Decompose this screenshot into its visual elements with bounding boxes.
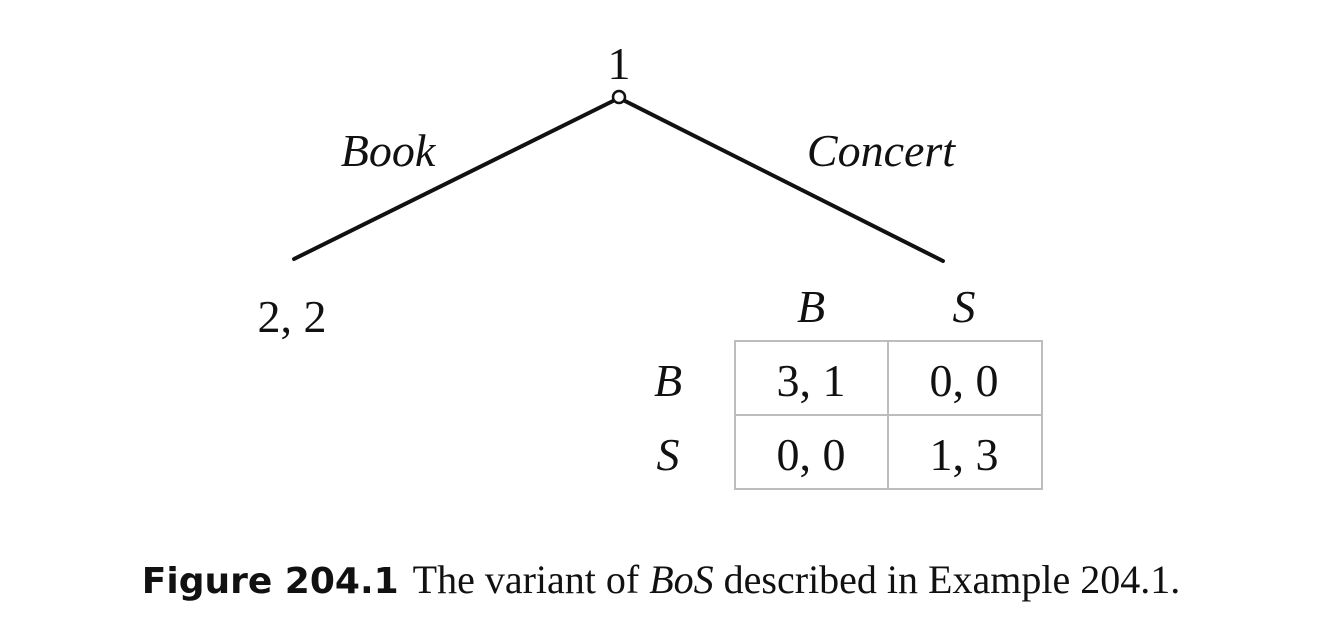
cell-s-b: 0, 0 (777, 429, 846, 480)
cell-b-s: 0, 0 (930, 355, 999, 406)
cell-s-s: 1, 3 (930, 429, 999, 480)
root-node (611, 89, 627, 105)
column-label-s: S (953, 281, 976, 332)
cell-b-b: 3, 1 (777, 355, 846, 406)
subgame-matrix: B S B S 3, 1 0, 0 0, 0 1, 3 (654, 281, 1043, 490)
caption-text-emphasis: BoS (649, 557, 714, 602)
action-label-concert: Concert (807, 125, 956, 176)
action-label-book: Book (341, 125, 437, 176)
column-label-b: B (797, 281, 825, 332)
branch-concert (619, 97, 945, 263)
figure-caption: Figure 204.1 The variant of BoS described… (0, 556, 1322, 603)
book-payoff: 2, 2 (258, 291, 327, 342)
caption-text-after: described in Example 204.1. (713, 557, 1181, 602)
root-player-label: 1 (608, 38, 631, 89)
figure-number: Figure 204.1 (141, 561, 399, 602)
caption-text-before: The variant of (412, 557, 650, 602)
branch-book (292, 97, 619, 261)
row-label-b: B (654, 355, 682, 406)
row-label-s: S (657, 429, 680, 480)
